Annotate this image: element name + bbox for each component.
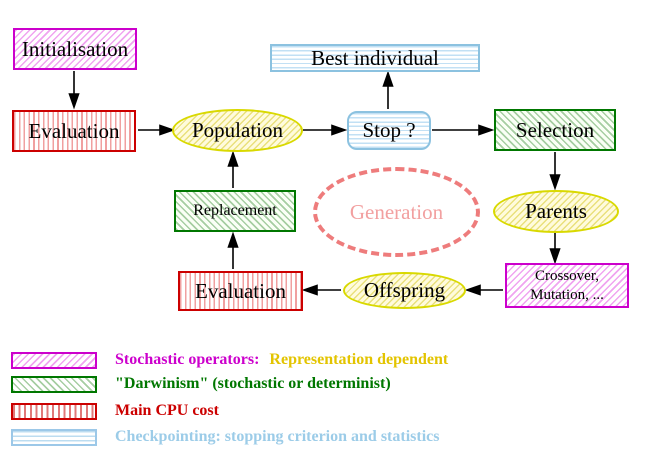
arrow-stop-to-best-individual <box>382 70 394 109</box>
red-vertical-lines-swatch <box>11 402 97 420</box>
arrow-selection-to-parents <box>549 152 561 191</box>
legend-label-darwinism: "Darwinism" (stochastic or determinist) <box>115 375 391 392</box>
arrow-parents-to-crossover <box>549 233 561 265</box>
cyan-horizontal-lines-swatch <box>11 428 97 446</box>
node-parents: Parents <box>493 190 619 233</box>
node-initialisation: Initialisation <box>13 28 137 70</box>
crossover-mutation-label: Crossover, Mutation, ... <box>530 267 604 303</box>
node-population: Population <box>172 109 303 152</box>
generation-cycle-label: Generation <box>313 167 480 257</box>
node-evaluation-top: Evaluation <box>12 110 136 152</box>
arrow-evaluation-to-population <box>138 124 176 136</box>
legend-row-darwinism: "Darwinism" (stochastic or determinist) <box>11 375 391 393</box>
arrow-offspring-to-evaluation <box>301 284 341 296</box>
arrow-stop-to-selection <box>432 124 495 136</box>
node-replacement: Replacement <box>174 190 296 232</box>
node-best-individual: Best individual <box>270 44 480 72</box>
legend-label-stochastic-operators: Stochastic operators: Representation dep… <box>115 351 449 368</box>
node-crossover-mutation: Crossover, Mutation, ... <box>505 263 629 308</box>
legend-row-stochastic-operators: Stochastic operators: Representation dep… <box>11 351 448 369</box>
legend-label-checkpointing: Checkpointing: stopping criterion and st… <box>115 428 440 445</box>
node-stop: Stop ? <box>347 111 431 150</box>
arrow-replacement-to-population <box>227 150 239 188</box>
node-evaluation-bottom: Evaluation <box>178 271 303 311</box>
legend-row-cpu-cost: Main CPU cost <box>11 402 219 420</box>
arrow-crossover-to-offspring <box>464 284 503 296</box>
magenta-diagonal-hatch-swatch <box>11 351 97 369</box>
node-offspring: Offspring <box>343 272 466 309</box>
green-diagonal-hatch-swatch <box>11 375 97 393</box>
node-selection: Selection <box>494 109 616 151</box>
legend-label-cpu-cost: Main CPU cost <box>115 402 219 419</box>
arrow-population-to-stop <box>303 124 348 136</box>
arrow-evaluation-to-replacement <box>227 231 239 269</box>
arrow-initialisation-to-evaluation <box>68 71 80 110</box>
legend-row-checkpointing: Checkpointing: stopping criterion and st… <box>11 428 439 446</box>
